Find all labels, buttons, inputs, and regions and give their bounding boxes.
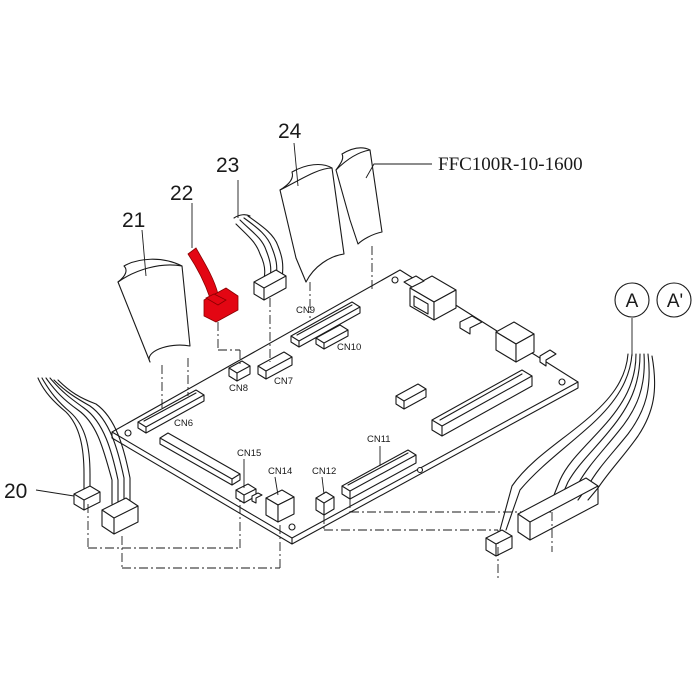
board-components [137, 275, 557, 523]
expansion-slot [431, 369, 533, 437]
cn8-socket [228, 360, 251, 382]
part-20-wire-harness [35, 377, 139, 535]
cn15-label: CN15 [237, 448, 261, 459]
callout-24: 24 [278, 120, 302, 143]
cn15-socket [235, 483, 263, 504]
cn12-label: CN12 [312, 466, 336, 477]
cn9-socket [290, 301, 361, 348]
cn11-label: CN11 [367, 434, 391, 445]
ffc-flat-cable [335, 147, 432, 245]
connector-labels: CN6 CN8 CN7 CN9 CN10 CN11 CN12 CN14 CN15 [174, 305, 391, 496]
small-component [539, 349, 557, 367]
callout-22: 22 [170, 182, 193, 205]
small-chip [459, 315, 483, 335]
part-21-flat-cable [117, 229, 191, 363]
callout-23: 23 [216, 154, 239, 177]
ref-a-circle [614, 282, 650, 318]
cn7-label: CN7 [274, 376, 293, 387]
highlighted-connector-top [205, 293, 227, 306]
cn6-label: CN6 [174, 418, 193, 429]
assembly-guides [87, 246, 553, 580]
ref-a-label: A [626, 291, 639, 312]
highlighted-wire [187, 247, 219, 299]
cn10-socket [315, 324, 349, 350]
cn6-socket [137, 389, 205, 434]
ref-a-prime-circle [656, 282, 692, 318]
callout-numbers: 20 21 22 23 24 FFC100R-10-1600 [4, 120, 583, 503]
cn8-label: CN8 [229, 383, 248, 394]
cn14-socket [265, 489, 295, 523]
callout-21: 21 [122, 209, 145, 232]
cn14-label: CN14 [268, 466, 292, 477]
reference-markers: A A' [614, 282, 692, 318]
part-24-flat-cable [279, 142, 345, 283]
center-chip [395, 383, 427, 410]
ref-a-prime-label: A' [667, 291, 683, 312]
cn9-label: CN9 [296, 305, 315, 316]
rj-jack [495, 321, 535, 363]
part-23-wire-harness [233, 180, 287, 301]
cn7-socket [257, 351, 293, 380]
cn10-label: CN10 [337, 342, 361, 353]
right-wire-harness [485, 318, 656, 557]
ffc-part-label: FFC100R-10-1600 [438, 154, 583, 175]
network-jack [403, 275, 457, 321]
left-slot [159, 432, 241, 486]
part-22-harness-highlighted [187, 203, 239, 323]
callout-20: 20 [4, 480, 27, 503]
